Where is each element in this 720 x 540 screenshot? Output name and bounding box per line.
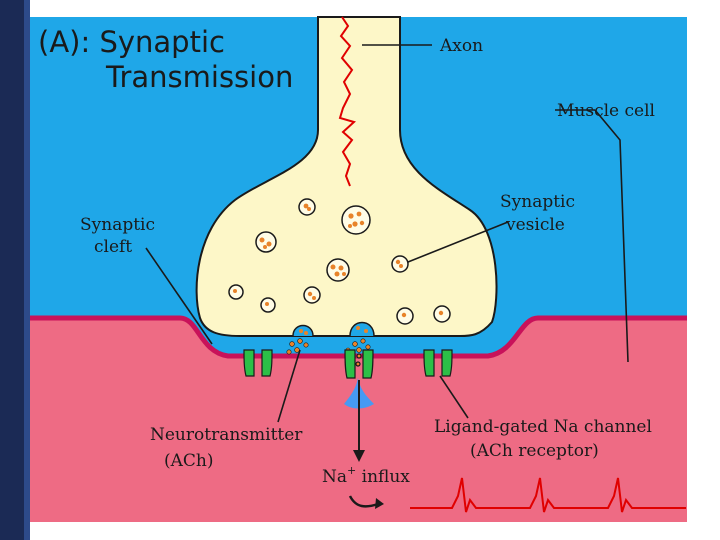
label-synaptic-vesicle-line1: Synaptic <box>500 192 575 212</box>
left-border-bar <box>0 0 24 540</box>
receptor <box>423 349 453 377</box>
receptor <box>344 349 374 379</box>
vesicle <box>391 255 409 273</box>
label-axon: Axon <box>439 36 483 56</box>
label-synaptic-vesicle-line2: vesicle <box>505 215 565 235</box>
leader-line-muscle-cell-drop <box>594 109 629 363</box>
label-neurotransmitter-line2: (ACh) <box>164 451 214 471</box>
fusing-vesicles <box>292 321 375 337</box>
leader-line-neurotransmitter <box>277 349 301 423</box>
axon-signal-trace <box>338 16 357 187</box>
receptor <box>243 349 273 377</box>
label-muscle-cell: Muscle cell <box>557 101 655 121</box>
label-na-influx: Na+ influx <box>322 464 410 487</box>
left-border-inner-bar <box>24 0 30 540</box>
vesicle <box>303 286 321 304</box>
leader-lines <box>145 44 629 423</box>
diagram-title-line1: (A): Synaptic <box>38 25 225 59</box>
fusing-vesicle <box>349 321 375 337</box>
released-neurotransmitter <box>286 338 371 355</box>
vesicle <box>255 231 277 253</box>
muscle-signal-trace <box>410 477 686 513</box>
label-na-plus: + <box>347 464 356 477</box>
vesicle-contents <box>233 203 444 318</box>
vesicle <box>326 258 350 282</box>
curved-arrow <box>348 495 379 508</box>
label-ligand-channel-line2: (ACh receptor) <box>470 441 599 461</box>
label-ligand-channel-line1: Ligand-gated Na channel <box>434 417 652 437</box>
leader-line-cleft <box>145 247 213 345</box>
label-neurotransmitter-line1: Neurotransmitter <box>150 425 303 445</box>
label-synaptic-cleft-line2: cleft <box>94 237 132 257</box>
diagram-title-line2: Transmission <box>105 60 293 94</box>
leader-line-channel <box>439 375 469 419</box>
acetylcholine-receptors <box>243 349 453 379</box>
label-na-text: Na <box>322 467 347 487</box>
label-influx-text: influx <box>356 467 410 487</box>
vesicle <box>341 205 371 235</box>
fusing-vesicle <box>292 324 314 337</box>
label-synaptic-cleft-line1: Synaptic <box>80 215 155 235</box>
leader-line-vesicle <box>407 221 509 263</box>
